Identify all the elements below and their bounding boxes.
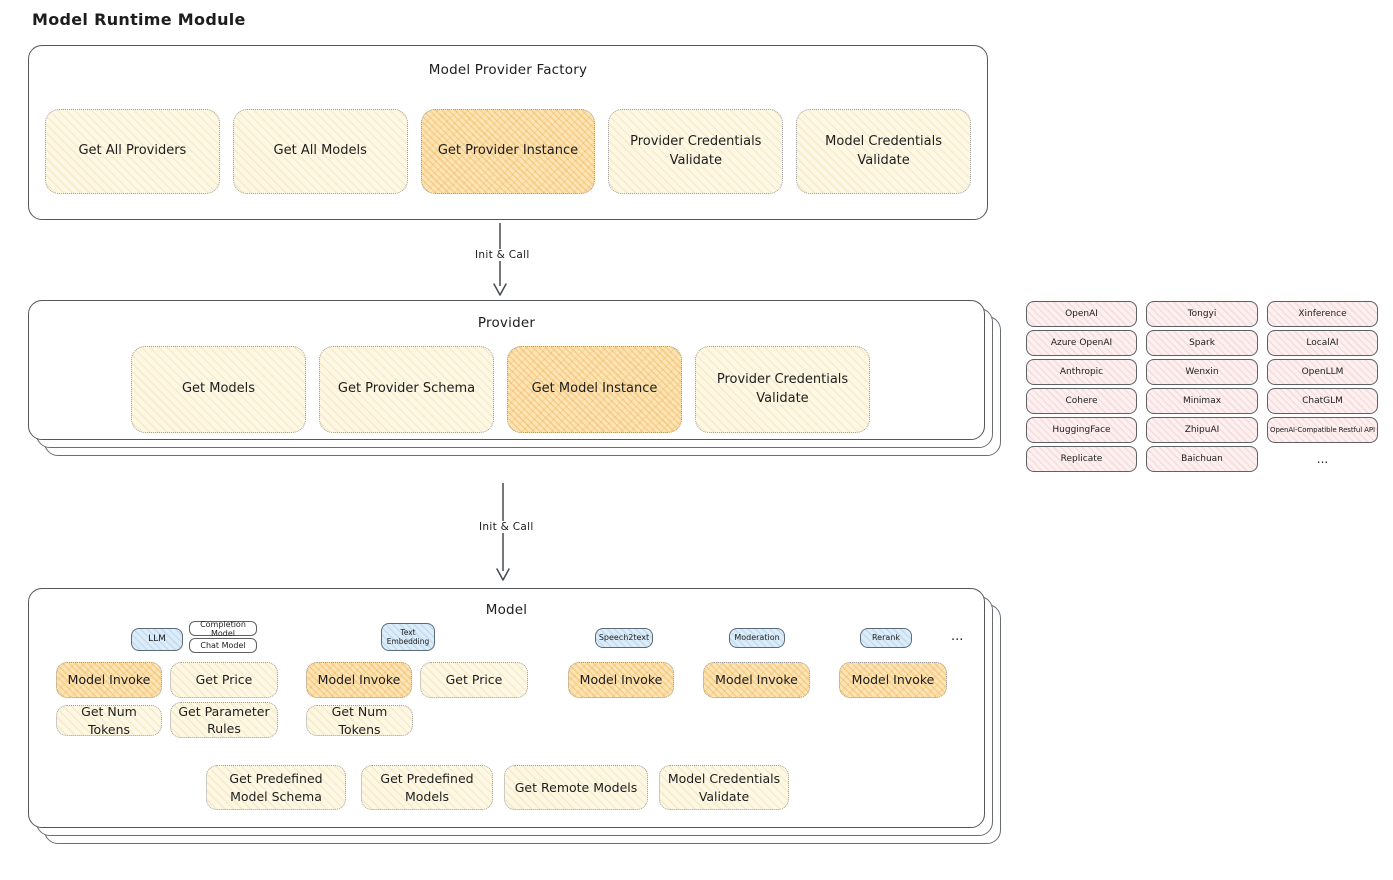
factory-button-get-provider-instance: Get Provider Instance: [420, 109, 596, 194]
llm-get-num-tokens-button: Get Num Tokens: [56, 704, 162, 737]
llm-get-parameter-rules-button: Get Parameter Rules: [170, 702, 278, 738]
provider-chip-baichuan: Baichuan: [1146, 446, 1258, 472]
provider-chip-cohere: Cohere: [1026, 388, 1137, 414]
model-credentials-validate-button: Model Credentials Validate: [659, 765, 789, 810]
factory-box: Model Provider Factory Get All Providers…: [28, 45, 988, 220]
provider-button-get-models: Get Models: [131, 346, 306, 433]
provider-chip-replicate: Replicate: [1026, 446, 1137, 472]
model-type-chip-speech2text: Speech2text: [595, 628, 653, 648]
init-call-label-bottom: Init & Call: [475, 521, 538, 533]
get-predefined-model-schema-button: Get Predefined Model Schema: [206, 765, 346, 810]
factory-button-model-credentials-validate: Model Credentials Validate: [796, 109, 971, 194]
model-type-chip-llm: LLM: [131, 628, 183, 651]
model-type-chip-rerank: Rerank: [860, 628, 912, 648]
get-predefined-models-button: Get Predefined Models: [361, 765, 493, 810]
provider-chip-minimax: Minimax: [1146, 388, 1258, 414]
factory-button-get-all-providers: Get All Providers: [45, 109, 220, 194]
provider-chip-azure-openai: Azure OpenAI: [1026, 330, 1137, 356]
factory-button-row: Get All Providers Get All Models Get Pro…: [45, 109, 971, 194]
provider-button-row: Get Models Get Provider Schema Get Model…: [131, 346, 870, 433]
text-embedding-model-invoke-button: Model Invoke: [306, 662, 412, 698]
factory-button-provider-credentials-validate: Provider Credentials Validate: [608, 109, 784, 194]
model-box: Model LLM Completion Model Chat Model Te…: [28, 588, 985, 828]
llm-get-price-button: Get Price: [170, 662, 278, 698]
init-call-label-top: Init & Call: [471, 249, 534, 261]
provider-chip-tongyi: Tongyi: [1146, 301, 1258, 327]
provider-chip-spark: Spark: [1146, 330, 1258, 356]
provider-grid-ellipsis: ...: [1316, 452, 1329, 466]
factory-button-get-all-models: Get All Models: [232, 109, 408, 194]
provider-chip-chatglm: ChatGLM: [1267, 388, 1378, 414]
provider-chip-localai: LocalAI: [1267, 330, 1378, 356]
provider-button-get-model-instance: Get Model Instance: [507, 346, 682, 433]
model-type-chip-completion-model: Completion Model: [189, 620, 257, 638]
speech2text-model-invoke-button: Model Invoke: [568, 662, 674, 698]
provider-chip-openai: OpenAI: [1026, 301, 1137, 327]
model-type-chip-chat-model: Chat Model: [189, 638, 257, 653]
factory-title: Model Provider Factory: [428, 62, 588, 78]
text-embedding-get-num-tokens-button: Get Num Tokens: [306, 704, 413, 737]
provider-button-get-provider-schema: Get Provider Schema: [319, 346, 494, 433]
model-type-chip-text-embedding: Text Embedding: [381, 623, 435, 651]
provider-name-grid: OpenAI Tongyi Xinference Azure OpenAI Sp…: [1026, 301, 1378, 472]
model-type-chip-moderation: Moderation: [729, 628, 785, 648]
provider-chip-anthropic: Anthropic: [1026, 359, 1137, 385]
provider-title: Provider: [477, 315, 536, 331]
provider-button-provider-credentials-validate: Provider Credentials Validate: [695, 346, 870, 433]
provider-chip-huggingface: HuggingFace: [1026, 417, 1137, 443]
model-type-ellipsis: ...: [951, 629, 964, 644]
provider-box: Provider Get Models Get Provider Schema …: [28, 300, 985, 440]
provider-chip-wenxin: Wenxin: [1146, 359, 1258, 385]
page-title: Model Runtime Module: [32, 10, 246, 29]
provider-chip-zhipuai: ZhipuAI: [1146, 417, 1258, 443]
moderation-model-invoke-button: Model Invoke: [703, 662, 810, 698]
provider-chip-openai-compatible-restful-api: OpenAI-Compatible Restful API: [1267, 417, 1378, 443]
rerank-model-invoke-button: Model Invoke: [839, 662, 947, 698]
get-remote-models-button: Get Remote Models: [504, 765, 648, 810]
provider-chip-openllm: OpenLLM: [1267, 359, 1378, 385]
llm-model-invoke-button: Model Invoke: [56, 662, 162, 698]
provider-chip-xinference: Xinference: [1267, 301, 1378, 327]
text-embedding-get-price-button: Get Price: [420, 662, 528, 698]
model-title: Model: [485, 602, 528, 618]
